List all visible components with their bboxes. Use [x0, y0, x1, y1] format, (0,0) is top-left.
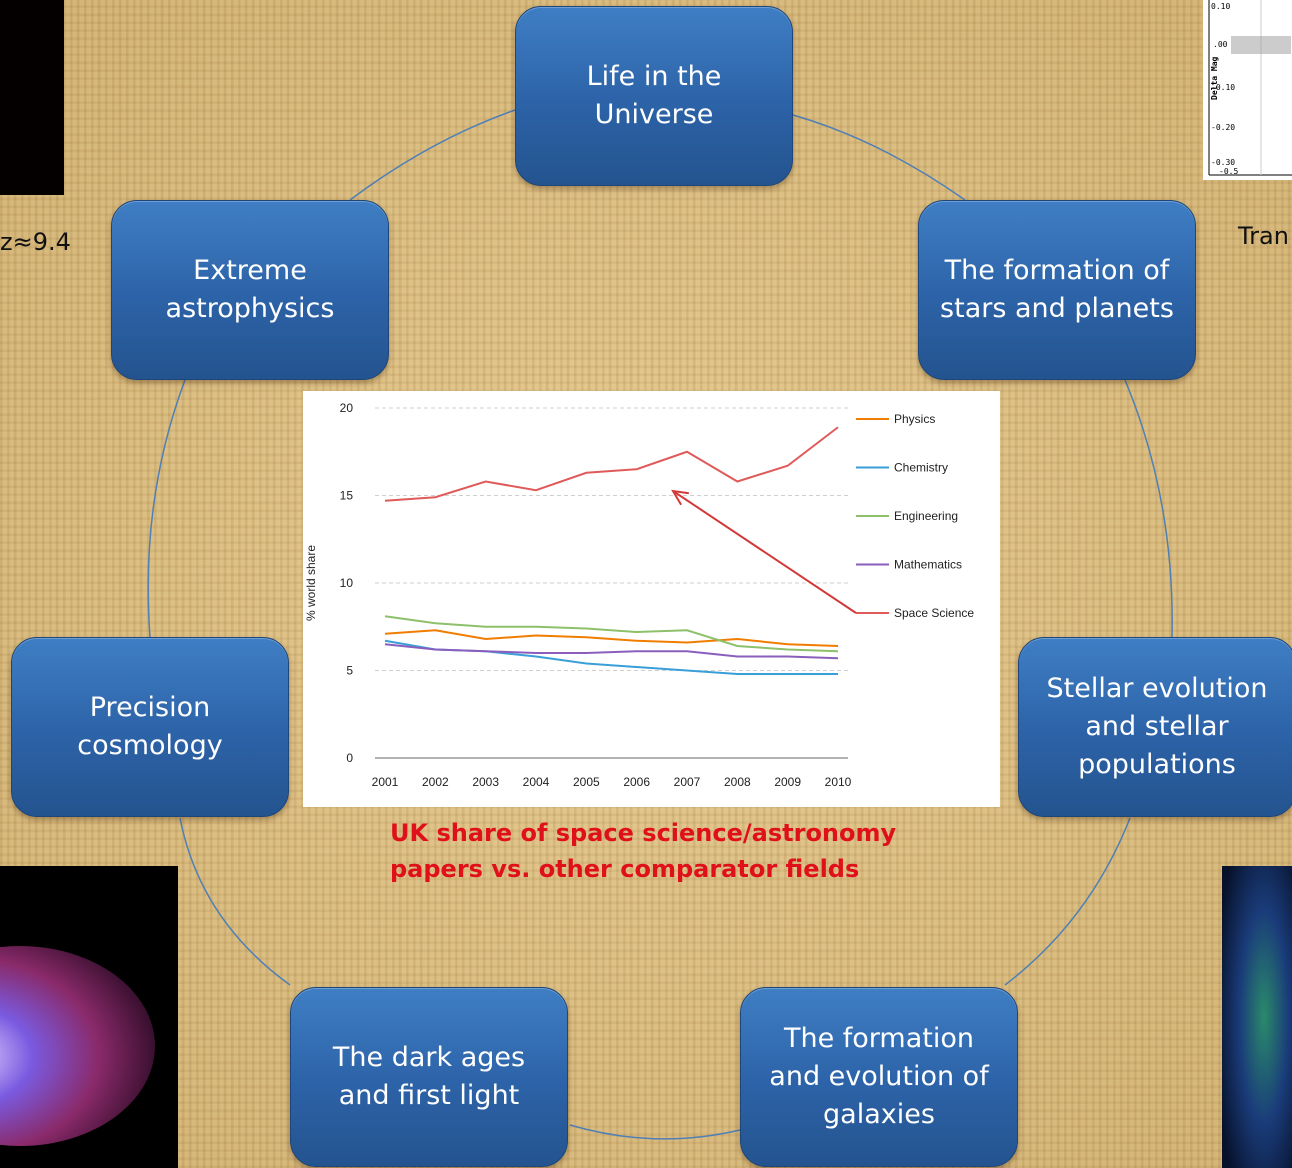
series-line-mathematics	[384, 643, 839, 660]
node-line: Stellar evolution	[1046, 673, 1268, 704]
x-tick-label: 2010	[825, 775, 852, 789]
node-line: galaxies	[823, 1099, 935, 1130]
mini-tick-3: -0.10	[1211, 83, 1235, 92]
y-axis-label: % world share	[304, 545, 318, 621]
series-line-physics	[384, 629, 839, 647]
legend-label: Engineering	[894, 509, 958, 523]
x-tick-label: 2004	[523, 775, 550, 789]
node-line: Extreme	[193, 255, 307, 286]
y-tick-label: 15	[340, 489, 354, 503]
transit-label: Tran	[1238, 222, 1289, 250]
legend-label: Space Science	[894, 606, 974, 620]
mini-tick-4: -0.20	[1211, 123, 1235, 132]
x-tick-label: 2005	[573, 775, 600, 789]
node-line: and stellar	[1085, 711, 1229, 742]
mini-tick-5: -0.30	[1211, 158, 1235, 167]
node-line: and evolution of	[769, 1061, 989, 1092]
legend-label: Chemistry	[894, 461, 948, 475]
redshift-label: z≈9.4	[0, 228, 71, 256]
node-line: Universe	[594, 99, 714, 130]
chart-caption: UK share of space science/astronomy pape…	[390, 815, 990, 887]
node-line: The formation	[783, 1023, 974, 1054]
galaxy-field-image	[1222, 866, 1292, 1168]
legend-label: Physics	[894, 412, 935, 426]
node-extreme-astrophysics: Extreme astrophysics	[111, 200, 389, 380]
transit-light-curve-plot: 0.10 .00 -0.10 -0.20 -0.30 -0.5 Delta Ma…	[1203, 0, 1292, 180]
y-tick-label: 0	[346, 751, 353, 765]
caption-line-1: UK share of space science/astronomy	[390, 819, 897, 847]
y-tick-label: 10	[340, 576, 354, 590]
x-tick-label: 2008	[724, 775, 751, 789]
node-precision-cosmology: Precision cosmology	[11, 637, 289, 817]
mini-xtick: -0.5	[1219, 167, 1238, 176]
node-line: cosmology	[77, 730, 223, 761]
mini-tick-1: 0.10	[1211, 2, 1230, 11]
mini-ylabel: Delta Mag	[1210, 56, 1219, 100]
series-line-space-science	[384, 426, 839, 502]
node-line: and first light	[338, 1080, 520, 1111]
distant-galaxy-image	[0, 0, 64, 195]
cmb-sky-map-image	[0, 866, 178, 1168]
x-tick-label: 2003	[472, 775, 499, 789]
x-tick-label: 2006	[623, 775, 650, 789]
world-share-chart: 0 5 10 15 20 2001 2002 2003 2004 2005 2006 2007 2008…	[303, 391, 1000, 807]
x-tick-label: 2002	[422, 775, 449, 789]
annotation-arrow	[672, 490, 857, 614]
y-tick-label: 20	[340, 401, 354, 415]
mini-tick-2: .00	[1213, 40, 1228, 49]
annotation-arrowhead	[671, 489, 689, 506]
x-tick-label: 2009	[774, 775, 801, 789]
node-line: Precision	[89, 692, 211, 723]
legend-label: Mathematics	[894, 558, 962, 572]
node-dark-ages-first-light: The dark ages and first light	[290, 987, 568, 1167]
node-formation-of-stars-and-planets: The formation of stars and planets	[918, 200, 1196, 380]
node-formation-of-galaxies: The formation and evolution of galaxies	[740, 987, 1018, 1167]
node-line: The dark ages	[332, 1042, 526, 1073]
node-line: The formation of	[944, 255, 1170, 286]
caption-line-2: papers vs. other comparator fields	[390, 855, 860, 883]
node-stellar-evolution: Stellar evolution and stellar populations	[1018, 637, 1292, 817]
series-line-engineering	[384, 615, 839, 653]
y-tick-label: 5	[346, 664, 353, 678]
node-line: Life in the	[586, 61, 722, 92]
node-line: astrophysics	[165, 293, 335, 324]
node-line: stars and planets	[940, 293, 1174, 324]
node-line: populations	[1078, 749, 1236, 780]
x-tick-label: 2007	[674, 775, 701, 789]
world-share-chart-svg: 0 5 10 15 20 2001 2002 2003 2004 2005 2006 2007 2008…	[304, 401, 974, 789]
x-tick-label: 2001	[372, 775, 399, 789]
